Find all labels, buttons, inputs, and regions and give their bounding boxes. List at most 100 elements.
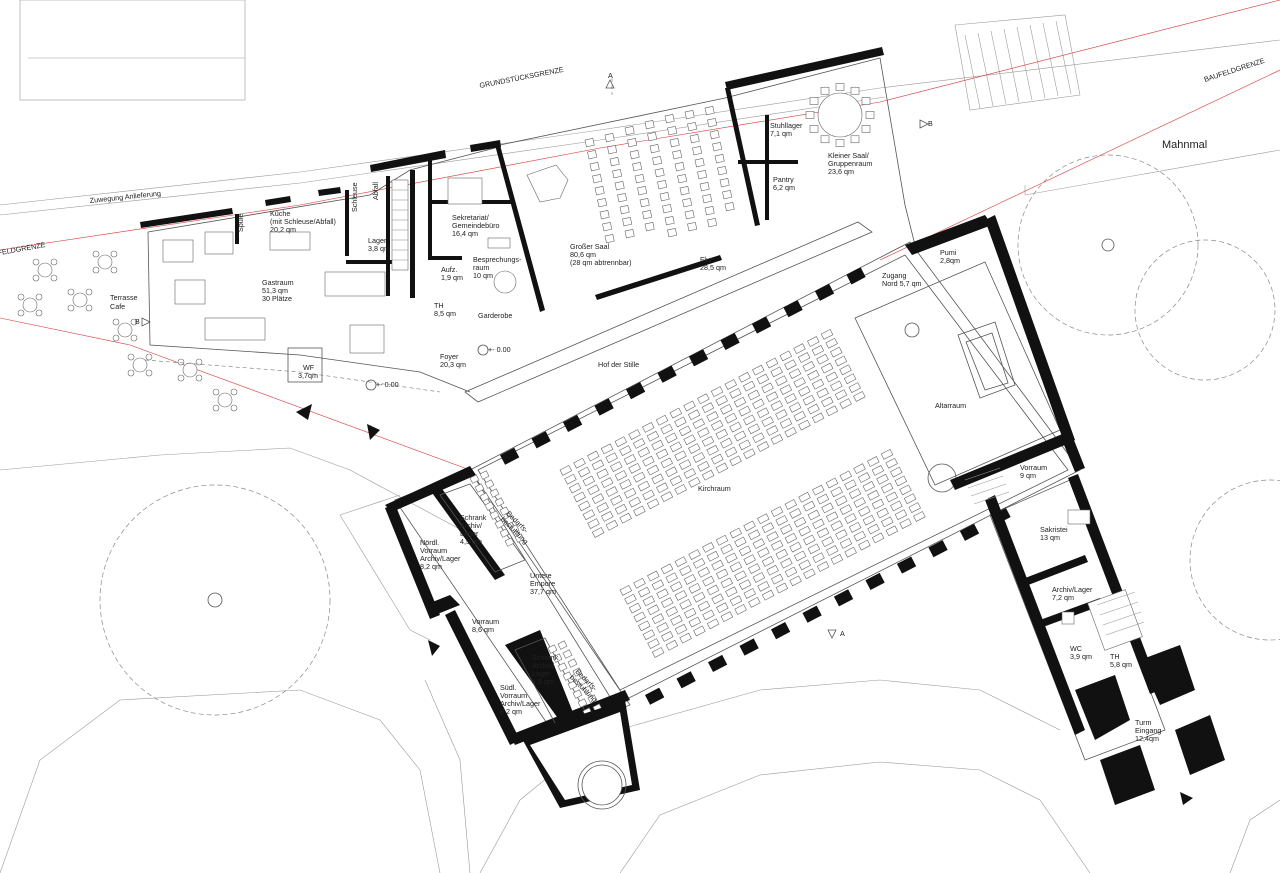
pew	[830, 520, 843, 532]
pew	[825, 405, 839, 417]
entrance-arrow-icon	[428, 640, 440, 656]
pew	[637, 586, 651, 598]
pew	[655, 414, 669, 426]
pew	[715, 428, 729, 440]
chair	[835, 139, 845, 147]
church	[464, 215, 1081, 706]
room-schleuse: Schleuse	[350, 182, 359, 212]
pew	[770, 400, 783, 412]
cafe-table	[127, 353, 153, 377]
pew	[697, 566, 711, 578]
pew	[748, 563, 761, 574]
chair	[484, 479, 495, 489]
wall	[470, 140, 501, 152]
chair	[557, 640, 568, 650]
pew	[693, 625, 706, 637]
pew	[848, 521, 862, 533]
chair	[634, 173, 645, 184]
pew	[610, 495, 623, 506]
chair	[667, 125, 678, 136]
pew	[729, 421, 742, 433]
label-altarraum: Altarraum	[935, 401, 966, 410]
buttress	[531, 431, 551, 449]
pew	[747, 529, 761, 541]
pew	[766, 564, 779, 576]
chair	[602, 221, 613, 232]
wall	[1068, 474, 1160, 694]
pew	[715, 534, 729, 546]
pew	[701, 402, 715, 414]
pew	[844, 513, 857, 524]
pew	[725, 586, 738, 598]
pew	[820, 362, 834, 374]
pew	[623, 487, 637, 499]
pew	[798, 559, 811, 571]
pew	[771, 573, 784, 585]
chair	[599, 209, 610, 220]
pew	[788, 401, 802, 413]
pew	[853, 463, 866, 475]
wc-box	[287, 347, 323, 383]
chair	[624, 125, 635, 136]
chair	[604, 132, 615, 143]
pew	[899, 518, 912, 529]
pew	[716, 602, 729, 614]
pew	[674, 416, 687, 428]
buttress	[770, 622, 791, 640]
pew	[605, 486, 619, 497]
chair	[682, 197, 693, 208]
pew	[706, 411, 719, 422]
pew	[646, 498, 660, 510]
pew	[894, 475, 908, 487]
pew	[605, 452, 618, 464]
chair	[589, 161, 600, 172]
pew	[853, 391, 866, 402]
buttress	[720, 332, 740, 351]
wall	[505, 630, 580, 735]
label-baufeldgrenze-left: FELDGRENZE	[0, 240, 46, 257]
level-marker-icon	[477, 344, 489, 356]
pew	[665, 572, 678, 584]
pew	[596, 502, 609, 513]
wall	[765, 115, 769, 220]
pew	[743, 520, 756, 532]
pew	[729, 455, 742, 467]
chair	[572, 689, 583, 699]
desk	[447, 177, 483, 205]
pew	[591, 459, 605, 471]
pew	[807, 403, 820, 415]
pew	[890, 500, 903, 512]
pew	[559, 464, 573, 476]
pew	[638, 620, 651, 632]
chair	[637, 185, 648, 196]
pew	[807, 509, 821, 521]
buttress	[833, 589, 854, 607]
pew	[798, 525, 811, 537]
pew	[780, 523, 793, 535]
wall	[1020, 555, 1088, 587]
pew	[642, 455, 655, 467]
pew	[867, 489, 880, 501]
chair	[504, 515, 515, 525]
chair	[479, 492, 490, 502]
pew	[683, 434, 696, 446]
pew	[688, 582, 701, 594]
pew	[656, 588, 669, 600]
pew	[857, 472, 871, 483]
pew	[679, 565, 692, 576]
pew	[683, 468, 696, 479]
pew	[651, 647, 665, 658]
pew	[761, 556, 775, 567]
chair	[692, 145, 703, 156]
bedarfs-seating	[469, 470, 603, 717]
pew	[858, 505, 871, 517]
pew	[628, 462, 641, 474]
pew	[660, 457, 674, 469]
